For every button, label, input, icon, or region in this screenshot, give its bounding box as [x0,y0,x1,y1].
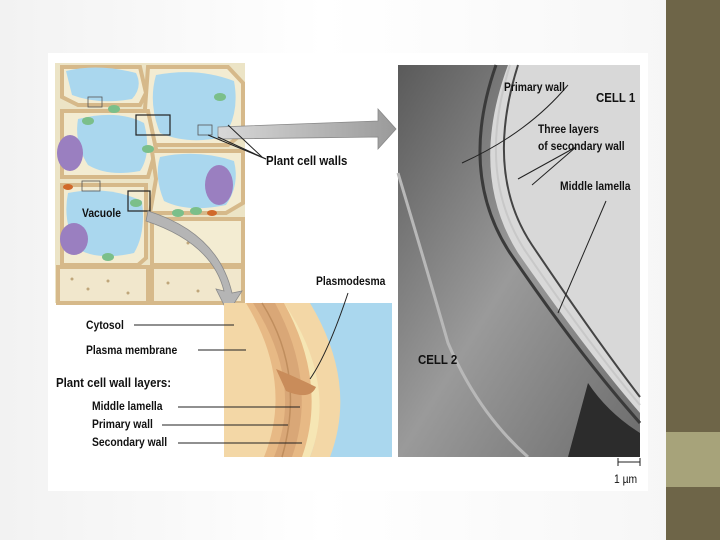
label-scale-bar: 1 µm [614,472,638,486]
label-three-layers-2: of secondary wall [538,139,625,153]
label-cell-1: CELL 1 [596,90,636,105]
zoom-arrow [217,107,397,151]
leader-lines [134,84,641,466]
cell-cluster-illustration [55,63,245,305]
wall-enlargement [224,302,392,458]
label-plasma-membrane: Plasma membrane [86,343,178,357]
label-vacuole: Vacuole [82,206,122,220]
label-wall-layers-heading: Plant cell wall layers: [56,375,172,390]
electron-micrograph [396,64,642,487]
figure-svg [55,63,642,487]
label-plasmodesma: Plasmodesma [316,274,386,288]
label-middle-lamella-top: Middle lamella [560,179,631,193]
label-primary-wall: Primary wall [92,417,153,431]
label-cytosol: Cytosol [86,318,124,332]
sidebar-accent-block [666,432,720,487]
label-primary-wall-top: Primary wall [504,80,565,94]
label-middle-lamella: Middle lamella [92,399,163,413]
figure-panel: Primary wall CELL 1 Three layers of seco… [48,53,648,491]
label-plant-cell-walls: Plant cell walls [266,153,348,168]
label-secondary-wall: Secondary wall [92,435,168,449]
label-cell-2: CELL 2 [418,352,458,367]
label-three-layers-1: Three layers [538,122,599,136]
